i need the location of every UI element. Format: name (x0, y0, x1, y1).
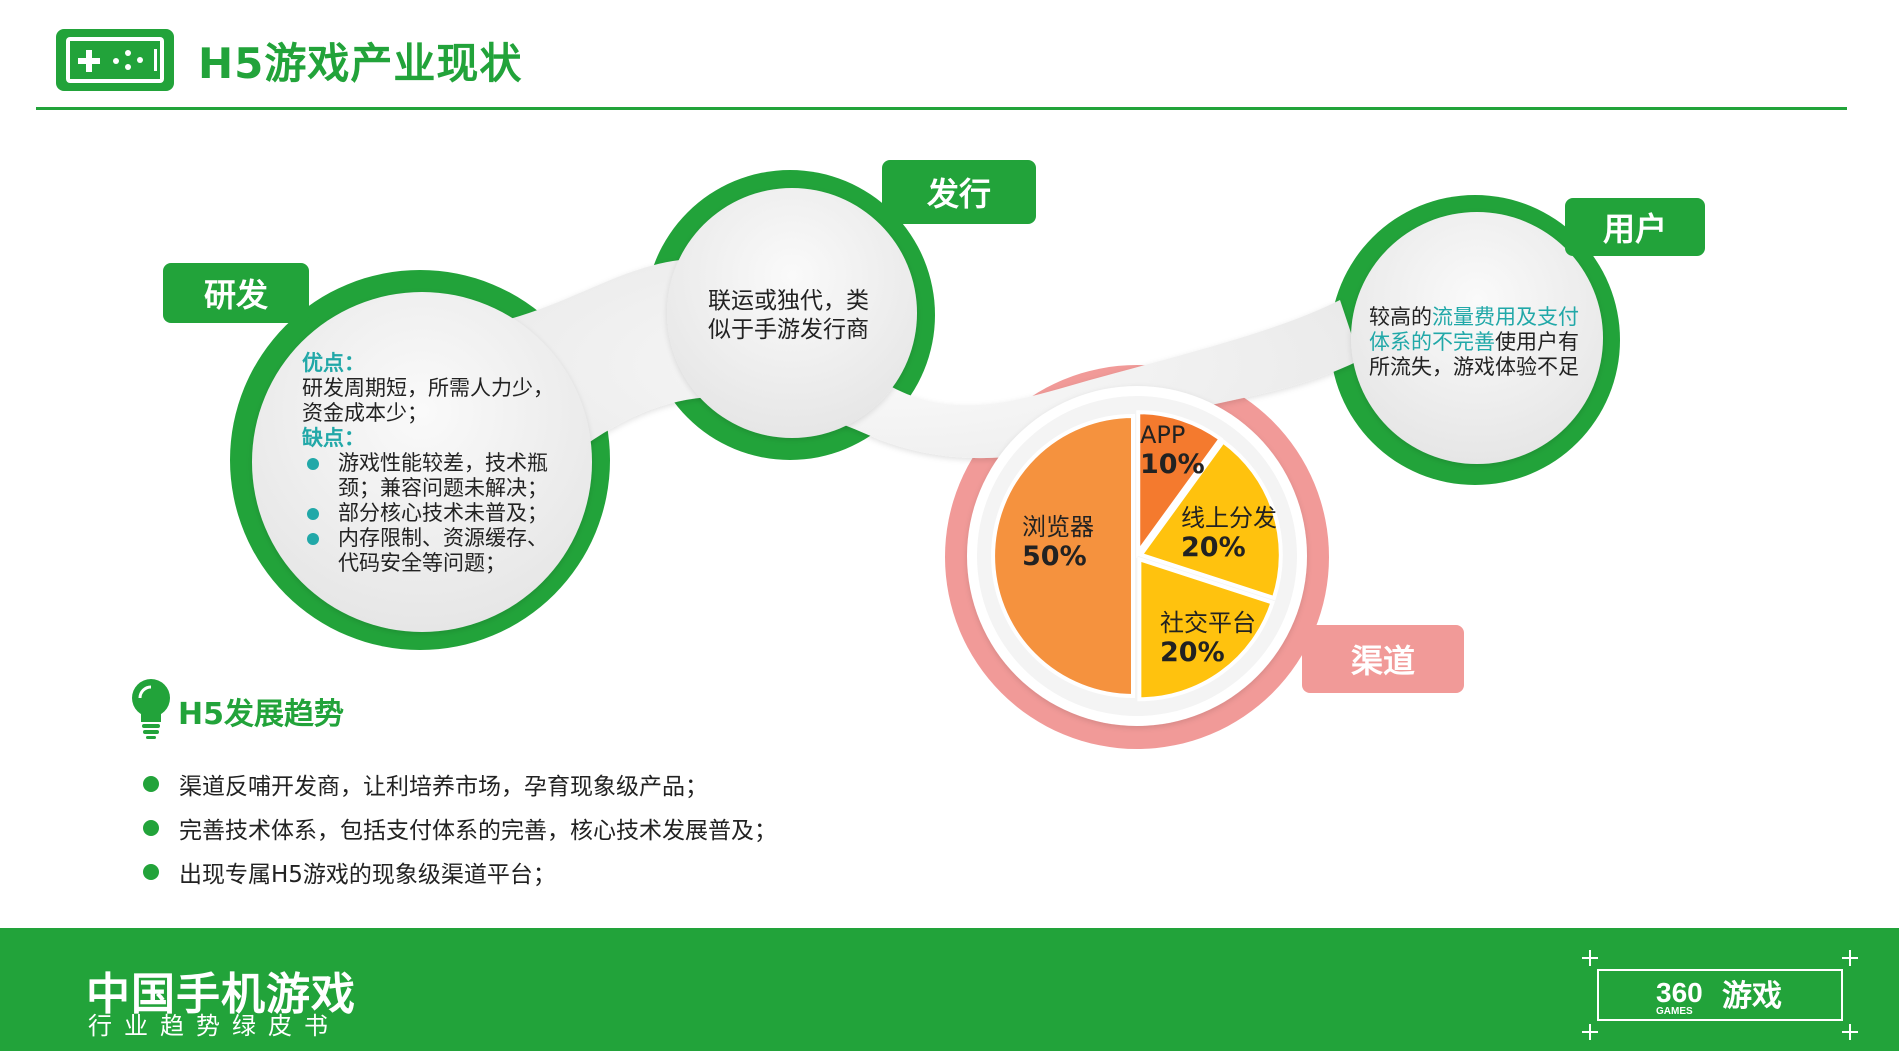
trend-item: 出现专属H5游戏的现象级渠道平台； (143, 855, 556, 889)
page-title: H5游戏产业现状 (198, 39, 523, 88)
pie-label-app: APP 10% (1140, 421, 1205, 480)
pie-label-browser: 浏览器 50% (1022, 513, 1094, 572)
pie-slice-1 (1137, 438, 1283, 601)
title-divider (36, 107, 1847, 110)
publish-description: 联运或独代，类 似于手游发行商 (708, 288, 869, 343)
tag-user: 用户 (1565, 198, 1705, 256)
gamepad-icon (56, 29, 174, 91)
cons-label: 缺点： (302, 426, 365, 450)
bullet-icon (307, 533, 319, 545)
publish-disc (667, 188, 917, 438)
bullet-icon (143, 864, 159, 880)
footer-subtitle: 行业趋势绿皮书 (88, 1012, 340, 1040)
bullet-icon (143, 820, 159, 836)
dev-disc (252, 292, 592, 632)
user-disc (1351, 212, 1603, 464)
list-item: 游戏性能较差，技术瓶 颈；兼容问题未解决； (302, 451, 554, 501)
tag-publish: 发行 (882, 160, 1036, 224)
pie-slice-3 (991, 413, 1135, 699)
tag-dev: 研发 (163, 263, 309, 323)
trends-title: H5发展趋势 (178, 697, 344, 732)
footer-bar (0, 928, 1899, 1051)
trend-item: 完善技术体系，包括支付体系的完善，核心技术发展普及； (143, 811, 777, 845)
user-description: 较高的流量费用及支付 体系的不完善使用户有 所流失，游戏体验不足 (1369, 305, 1579, 379)
pie-slice-2 (1137, 556, 1276, 702)
pros-line: 资金成本少； (302, 401, 428, 425)
svg-text:GAMES: GAMES (1656, 1006, 1693, 1017)
svg-text:游戏: 游戏 (1722, 979, 1782, 1014)
pie-label-online: 线上分发 20% (1181, 504, 1277, 563)
360-games-logo: 360 GAMES 游戏 (1582, 950, 1858, 1040)
bullet-icon (143, 776, 159, 792)
cons-list: 游戏性能较差，技术瓶 颈；兼容问题未解决； 部分核心技术未普及； 内存限制、资源… (302, 451, 554, 576)
tag-channel: 渠道 (1302, 625, 1464, 693)
bullet-icon (307, 508, 319, 520)
lightbulb-icon (132, 679, 170, 739)
connector-ribbon (430, 259, 1360, 560)
pros-label: 优点： (302, 351, 365, 375)
channel-pie-chart (991, 410, 1283, 702)
trend-item: 渠道反哺开发商，让利培养市场，孕育现象级产品； (143, 767, 708, 801)
bullet-icon (307, 458, 319, 470)
dev-description: 优点： 研发周期短，所需人力少， 资金成本少； 缺点： 游戏性能较差，技术瓶 颈… (302, 351, 554, 576)
svg-text:360: 360 (1656, 977, 1703, 1008)
footer-title: 中国手机游戏 (86, 969, 356, 1020)
pie-slice-0 (1136, 410, 1224, 559)
list-item: 内存限制、资源缓存、 代码安全等问题； (302, 526, 554, 576)
list-item: 部分核心技术未普及； (302, 501, 554, 526)
pros-line: 研发周期短，所需人力少， (302, 376, 554, 400)
pie-label-social: 社交平台 20% (1160, 609, 1256, 668)
